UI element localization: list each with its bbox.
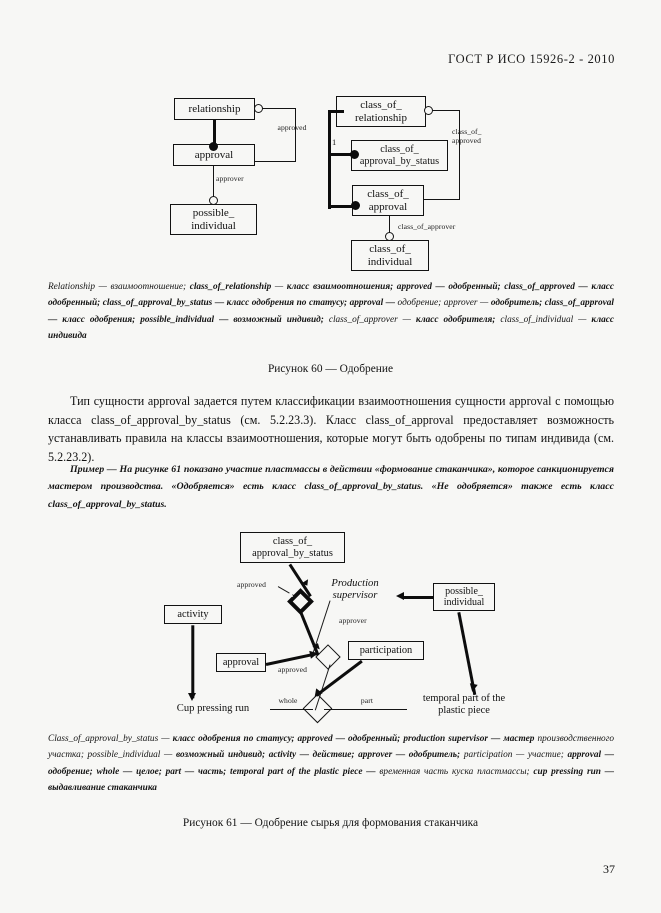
- subtype-bracket-top: [328, 110, 344, 114]
- edge-label-line2: approved: [452, 135, 482, 145]
- legend-text: Class_of_approval_by_status — класс одоб…: [48, 734, 615, 793]
- edge-class-of-approved-top: [432, 110, 460, 112]
- edge-label-approved: approved: [277, 123, 307, 132]
- entity-class-of-approval: class_of_ approval: [352, 185, 424, 216]
- entity-label: approval: [194, 148, 234, 161]
- edge-label-line1: class_of_: [452, 127, 482, 136]
- entity-class-of-individual: class_of_ individual: [351, 240, 429, 271]
- entity-participation: participation: [348, 641, 424, 660]
- edge-label-approver: approver: [339, 616, 367, 625]
- entity-class-of-approval-by-status: class_of_ approval_by_status: [240, 532, 345, 563]
- subtype-bracket-arm-2: [328, 205, 356, 209]
- entity-label-line2: relationship: [355, 111, 407, 124]
- subtype-connector: [213, 120, 217, 146]
- entity-label-line2: approval_by_status: [359, 155, 440, 167]
- subtype-dot-1: [350, 150, 359, 159]
- edge-class-of-approved-right: [459, 110, 461, 200]
- edge-class-of-approved-bottom: [423, 199, 460, 201]
- body-paragraph-1: Тип сущности approval задается путем кла…: [48, 394, 614, 465]
- cardinality-label: 1: [332, 137, 337, 147]
- figure-61-legend: Class_of_approval_by_status — класс одоб…: [48, 731, 614, 796]
- entity-label-line2: approval: [368, 200, 408, 213]
- subtype-dot-2: [351, 201, 360, 210]
- entity-label-line1: possible_: [192, 207, 235, 220]
- entity-label-line2: individual: [367, 255, 413, 268]
- entity-label-line2: individual: [191, 219, 236, 232]
- edge-approved-right: [295, 108, 297, 162]
- arrow-head-cup-run: [188, 693, 196, 701]
- arrow-head-temporal-part: [468, 683, 478, 693]
- entity-label: activity: [177, 608, 209, 620]
- entity-activity: activity: [164, 605, 222, 624]
- figure-60-diagram: relationship approval possible_ individu…: [0, 0, 661, 280]
- edge-class-of-approver: [389, 216, 391, 235]
- arrow-activity-to-cup-run: [191, 625, 195, 699]
- figure-60-caption: Рисунок 60 — Одобрение: [267, 363, 394, 375]
- edge-approver: [213, 166, 215, 198]
- edge-label-class-of-approver: class_of_approver: [398, 222, 456, 231]
- entity-label: participation: [359, 644, 413, 656]
- arrow-possible-individual-to-supervisor: [404, 596, 434, 599]
- instance-cup-pressing-run: Cup pressing run: [176, 703, 250, 714]
- entity-label-line2: individual: [443, 597, 485, 608]
- edge-part: [324, 709, 407, 711]
- instance-line1: Production: [331, 578, 379, 589]
- subtype-bracket-arm-1: [328, 153, 354, 157]
- edge-label-whole: whole: [278, 696, 298, 705]
- edge-label-approved-top: approved: [237, 580, 267, 589]
- figure-61-caption: Рисунок 61 — Одобрение сырья для формова…: [182, 817, 479, 829]
- edge-label-approver: approver: [216, 174, 244, 183]
- arrow-head-approval: [309, 649, 319, 659]
- entity-label-line1: class_of_: [369, 243, 411, 256]
- edge-approved-top: [262, 108, 296, 110]
- entity-label-line1: class_of_: [272, 535, 313, 547]
- role-circle-class-of-approver: [385, 232, 394, 241]
- entity-label-line1: class_of_: [367, 188, 409, 201]
- arrow-possible-individual-to-temporal-part: [457, 612, 477, 696]
- entity-label: approval: [222, 656, 260, 668]
- page-header: ГОСТ Р ИСО 15926-2 - 2010: [448, 52, 615, 66]
- entity-label-line2: approval_by_status: [252, 547, 333, 559]
- instance-line2: plastic piece: [438, 704, 490, 716]
- arrow-head-supervisor: [396, 592, 404, 600]
- edge-whole: [270, 709, 313, 711]
- entity-label-line1: class_of_: [360, 99, 402, 112]
- body-text: Тип сущности approval задается путем кла…: [48, 392, 614, 467]
- instance-line2: supervisor: [332, 590, 378, 602]
- subtype-dot: [209, 142, 218, 151]
- entity-possible-individual: possible_ individual: [433, 583, 495, 611]
- entity-approval: approval: [173, 144, 255, 166]
- entity-possible-individual: possible_ individual: [170, 204, 257, 235]
- instance-temporal-part-plastic-piece: temporal part of the plastic piece: [409, 693, 519, 717]
- edge-label-approved-mid: approved: [278, 665, 308, 674]
- instance-production-supervisor: Production supervisor: [313, 578, 397, 602]
- entity-class-of-approval-by-status: class_of_ approval_by_status: [351, 140, 448, 171]
- subtype-bracket-spine: [328, 110, 332, 209]
- example-note: Пример — На рисунке 61 показано участие …: [48, 461, 614, 513]
- entity-approval: approval: [216, 653, 266, 672]
- edge-label-class-of-approved: class_of_ approved: [452, 127, 502, 145]
- entity-label: relationship: [188, 102, 241, 115]
- edge-approved-bottom: [255, 161, 296, 163]
- entity-label-line1: class_of_: [380, 144, 419, 156]
- figure-60-legend: Relationship — взаимоотношение; class_of…: [48, 279, 614, 344]
- legend-text: Relationship — взаимоотношение; class_of…: [48, 282, 614, 341]
- example-text: Пример — На рисунке 61 показано участие …: [48, 464, 614, 510]
- page-number: 37: [603, 862, 615, 876]
- entity-label-line1: possible_: [445, 585, 483, 597]
- role-circle-approver: [209, 196, 218, 205]
- edge-label-part: part: [360, 696, 374, 705]
- instance-line1: temporal part of the: [422, 693, 506, 704]
- entity-relationship: relationship: [174, 98, 255, 120]
